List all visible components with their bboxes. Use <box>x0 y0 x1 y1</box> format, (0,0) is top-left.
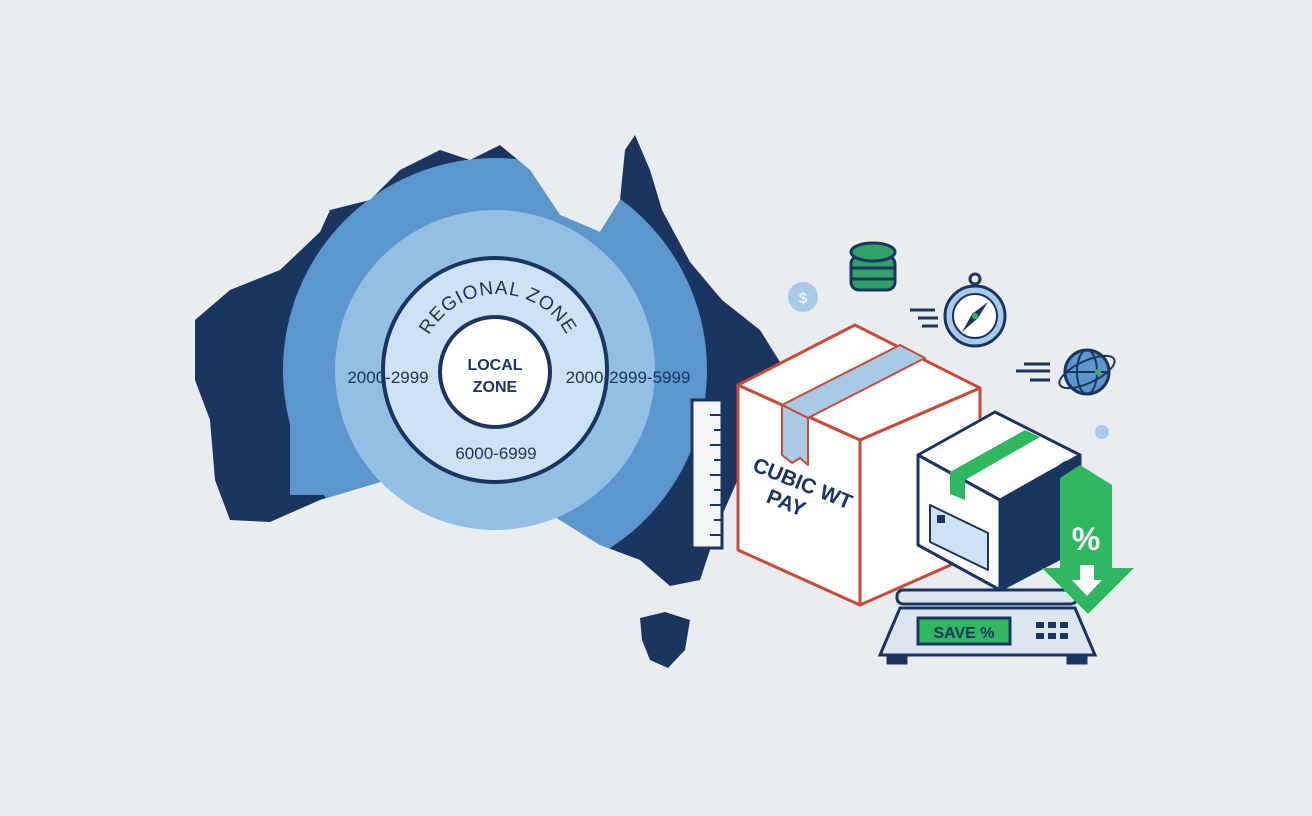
local-zone-label-2: ZONE <box>473 379 518 396</box>
globe-icon <box>1016 348 1116 396</box>
local-zone-label-1: LOCAL <box>467 357 522 374</box>
discount-tag-icon: % <box>1042 460 1134 614</box>
decor-dot <box>1095 425 1109 439</box>
svg-text:$: $ <box>799 290 808 307</box>
local-zone <box>438 315 552 429</box>
ruler-icon <box>690 398 724 550</box>
discount-percent-symbol: % <box>1072 521 1100 557</box>
australia-map: REGIONAL ZONE LOCAL ZONE 2000-2999 2000-… <box>195 135 785 668</box>
stopwatch-icon <box>910 272 1007 348</box>
scale-display-text: SAVE % <box>933 625 994 642</box>
dollar-coin-icon: $ <box>788 282 818 312</box>
range-bottom-label: 6000-6999 <box>455 444 536 463</box>
range-right-label: 2000-2999-5999 <box>566 368 691 387</box>
coin-stack-icon <box>849 241 897 292</box>
range-left-label: 2000-2999 <box>347 368 428 387</box>
scale-icon <box>877 588 1098 665</box>
tasmania <box>640 612 690 668</box>
